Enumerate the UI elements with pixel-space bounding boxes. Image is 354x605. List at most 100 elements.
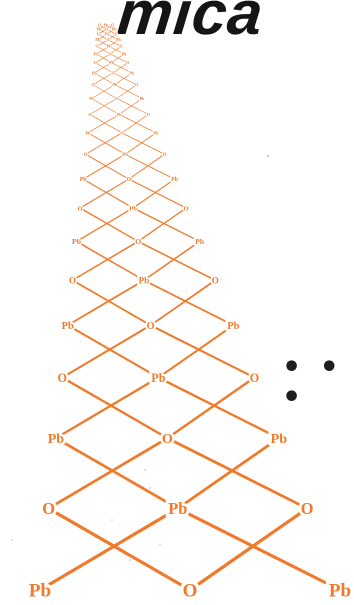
bond-line [121, 114, 149, 134]
lead-atom-label: Pb [129, 205, 137, 212]
bond-line [132, 207, 201, 243]
bond-line [89, 114, 123, 134]
lead-atom-label: Pb [153, 130, 159, 135]
bond-line [82, 153, 126, 180]
bond-line [111, 62, 133, 74]
lead-atom-label: Pb [80, 177, 87, 183]
bond-line [124, 153, 176, 180]
bond-line [112, 62, 128, 74]
lead-atom-label: Pb [96, 27, 101, 32]
bond-line [157, 324, 235, 379]
lead-atom-label: Pb [139, 275, 150, 285]
bond-line [96, 39, 109, 47]
bond-line [106, 29, 117, 35]
lead-atom-label: Pb [112, 82, 117, 87]
lead-atom-label: Pb [112, 27, 117, 32]
bond-line [176, 506, 342, 592]
oxygen-atom-label: O [250, 371, 259, 385]
oxygen-atom-label: O [162, 431, 173, 447]
lead-atom-label: Pb [107, 44, 112, 49]
lead-atom-label: Pb [85, 130, 91, 135]
bond-line [108, 39, 119, 47]
lead-atom-label: Pb [29, 581, 51, 602]
bond-line [96, 46, 111, 55]
bond-line [128, 178, 187, 209]
bond-line [143, 240, 201, 282]
bond-line [85, 153, 130, 180]
bond-line [112, 72, 137, 86]
bond-line [132, 178, 176, 209]
bond-line [82, 178, 134, 209]
lead-atom-label: Pb [89, 96, 94, 101]
bond-line [75, 240, 145, 282]
bond-line [98, 33, 109, 41]
bond-line [166, 436, 309, 510]
bond-line [109, 53, 128, 64]
bond-line [47, 436, 169, 510]
bond-line [79, 178, 130, 209]
bond-line [89, 98, 118, 115]
lattice-bonds [38, 24, 342, 592]
bond-line [116, 98, 149, 115]
bond-line [98, 24, 107, 30]
oxygen-atom-label: O [58, 371, 67, 385]
oxygen-atom-label: O [115, 96, 118, 101]
bond-line [95, 53, 111, 64]
oxygen-atom-label: O [109, 51, 112, 56]
bond-line [87, 114, 120, 134]
oxygen-atom-label: O [95, 44, 98, 49]
oxygen-atom-label: O [77, 205, 82, 212]
lead-atom-label: Pb [122, 153, 128, 158]
bond-line [92, 72, 114, 86]
bond-line [75, 207, 134, 243]
lead-atom-label: Pb [140, 96, 145, 101]
oxygen-atom-label: O [184, 205, 189, 212]
bond-line [95, 53, 112, 64]
bond-line [124, 132, 157, 155]
bond-line [95, 62, 114, 74]
lead-atom-label: Pb [227, 321, 239, 332]
oxygen-atom-label: O [120, 44, 123, 49]
oxygen-atom-label: O [183, 581, 198, 602]
lead-atom-label: Pb [122, 51, 127, 56]
bond-line [91, 98, 120, 115]
bond-line [93, 62, 112, 74]
lead-atom-label: Pb [94, 51, 99, 56]
lead-atom-label: Pb [72, 237, 82, 246]
bond-line [176, 436, 281, 510]
bond-line [97, 33, 108, 41]
bond-line [108, 46, 125, 55]
oxygen-atom-label: O [84, 153, 88, 158]
lead-atom-label: Pb [329, 581, 351, 602]
oxygen-atom-label: O [135, 237, 141, 246]
oxygen-atom-label: O [147, 321, 155, 332]
oxygen-atom-label: O [120, 130, 124, 135]
bond-line [114, 84, 143, 99]
bond-line [142, 279, 235, 327]
lead-atom-label: Pb [151, 371, 165, 385]
bond-line [106, 33, 119, 41]
lead-atom-label: Pb [117, 112, 122, 117]
lead-atom-label: Pb [129, 70, 134, 75]
oxygen-atom-label: O [105, 27, 108, 32]
lead-atom-label: Pb [104, 23, 109, 28]
bond-line [128, 153, 166, 180]
bond-line [66, 279, 145, 327]
bond-line [93, 72, 116, 86]
bond-line [98, 29, 107, 35]
bond-line [105, 24, 115, 30]
bond-line [95, 46, 110, 55]
lead-atom-label: Pb [92, 70, 97, 75]
bond-line [157, 376, 281, 440]
oxygen-atom-label: O [301, 499, 314, 518]
oxygen-atom-label: O [69, 275, 76, 285]
bond-line [38, 506, 180, 592]
oxygen-atom-label: O [126, 60, 129, 65]
bond-line [149, 324, 256, 379]
lead-atom-label: Pb [95, 37, 100, 42]
bond-line [114, 72, 133, 86]
oxygen-atom-label: O [42, 499, 55, 518]
oxygen-atom-label: O [98, 23, 101, 28]
